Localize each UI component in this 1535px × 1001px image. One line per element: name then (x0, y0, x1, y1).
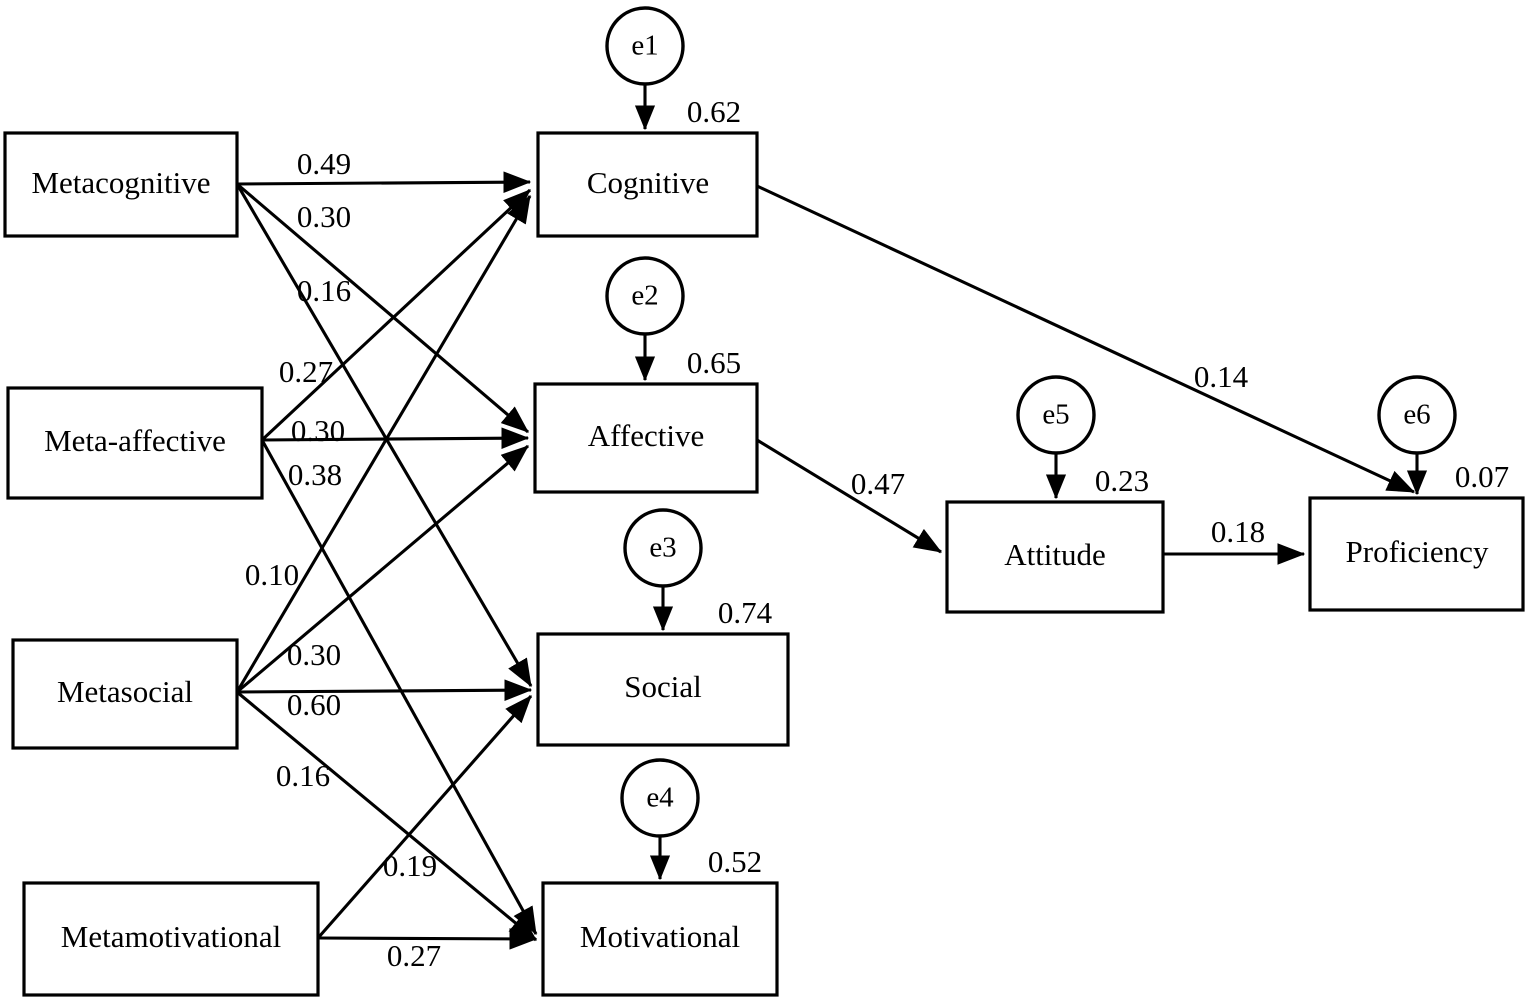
node-metasocial[interactable]: Metasocial (11, 638, 239, 750)
node-label-metamotivational: Metamotivational (61, 919, 281, 954)
path-arrow-metamotivational-social (316, 694, 533, 940)
node-cognitive[interactable]: Cognitive (536, 131, 759, 238)
r2-label-affective: 0.65 (687, 345, 741, 380)
node-attitude[interactable]: Attitude (945, 500, 1165, 614)
error-circles-group: e1 e2 e3 e4 e5 e6 (605, 6, 1457, 838)
coef-label-attitude-proficiency: 0.18 (1211, 514, 1265, 549)
node-proficiency[interactable]: Proficiency (1308, 496, 1525, 612)
path-arrows-group (235, 171, 1416, 950)
path-arrow-metaaffective-cognitive (260, 188, 532, 442)
coef-label-metacognitive-cognitive: 0.49 (297, 146, 351, 181)
path-arrow-affective-attitude (756, 438, 943, 554)
r2-label-motivational: 0.52 (708, 844, 762, 879)
node-label-meta-affective: Meta-affective (44, 423, 226, 458)
error-node-e4[interactable]: e4 (620, 758, 700, 838)
node-metamotivational[interactable]: Metamotivational (22, 881, 320, 997)
coef-label-metacognitive-social: 0.16 (297, 273, 351, 308)
coef-label-metaaffective-cognitive: 0.27 (279, 354, 333, 389)
r2-label-attitude: 0.23 (1095, 463, 1149, 498)
path-arrow-cognitive-proficiency (756, 184, 1416, 494)
error-label-e1: e1 (631, 30, 658, 62)
coef-label-metaaffective-motivational: 0.38 (288, 457, 342, 492)
coef-label-metaaffective-affective: 0.30 (291, 413, 345, 448)
path-arrow-metasocial-cognitive (235, 194, 532, 693)
error-label-e4: e4 (646, 782, 674, 814)
node-social[interactable]: Social (536, 632, 790, 747)
node-motivational[interactable]: Motivational (541, 881, 779, 997)
error-label-e3: e3 (649, 532, 676, 564)
path-arrow-metaaffective-affective (261, 427, 530, 450)
error-node-e2[interactable]: e2 (605, 256, 685, 336)
path-arrow-metasocial-social (236, 679, 533, 702)
coef-label-metasocial-affective: 0.30 (287, 637, 341, 672)
error-label-e5: e5 (1042, 399, 1069, 431)
error-node-e3[interactable]: e3 (623, 508, 703, 588)
coef-label-metasocial-social: 0.60 (287, 687, 341, 722)
node-metacognitive[interactable]: Metacognitive (3, 131, 239, 238)
coefficient-labels-group: 0.49 0.30 0.16 0.27 0.30 0.38 0.10 0.30 … (245, 146, 1265, 973)
error-label-e6: e6 (1403, 399, 1430, 431)
r2-label-social: 0.74 (718, 595, 773, 630)
node-affective[interactable]: Affective (533, 382, 759, 494)
node-meta-affective[interactable]: Meta-affective (6, 386, 264, 500)
path-arrow-metamotivational-motivational (317, 928, 538, 950)
node-label-metasocial: Metasocial (57, 674, 193, 709)
error-node-e6[interactable]: e6 (1377, 375, 1457, 455)
node-label-proficiency: Proficiency (1346, 534, 1489, 569)
node-label-cognitive: Cognitive (587, 165, 709, 200)
node-label-social: Social (624, 669, 702, 704)
path-arrow-metasocial-motivational (236, 690, 537, 942)
coef-label-metamotivational-social: 0.19 (383, 848, 437, 883)
coef-label-metasocial-cognitive: 0.10 (245, 557, 299, 592)
r2-labels-group: 0.62 0.65 0.74 0.52 0.23 0.07 (687, 94, 1509, 879)
outcome-nodes-group: Attitude Proficiency (945, 496, 1525, 614)
path-arrow-metacognitive-social (235, 183, 533, 688)
coef-label-metacognitive-affective: 0.30 (297, 199, 351, 234)
mediator-nodes-group: Cognitive Affective Social Motivational (533, 131, 790, 997)
coef-label-affective-attitude: 0.47 (851, 466, 905, 501)
error-arrows-group (634, 84, 1428, 881)
path-arrow-metacognitive-cognitive (236, 171, 532, 194)
coef-label-metamotivational-motivational: 0.27 (387, 938, 441, 973)
node-label-affective: Affective (588, 418, 704, 453)
coef-label-cognitive-proficiency: 0.14 (1194, 359, 1249, 394)
node-label-motivational: Motivational (580, 919, 740, 954)
r2-label-proficiency: 0.07 (1455, 459, 1509, 494)
error-node-e5[interactable]: e5 (1016, 375, 1096, 455)
path-arrow-metasocial-affective (235, 444, 530, 694)
node-label-attitude: Attitude (1004, 537, 1106, 572)
error-node-e1[interactable]: e1 (605, 6, 685, 86)
coef-label-metasocial-motivational: 0.16 (276, 758, 330, 793)
path-arrow-metacognitive-affective (235, 182, 530, 434)
node-label-metacognitive: Metacognitive (31, 165, 210, 200)
error-label-e2: e2 (631, 280, 658, 312)
r2-label-cognitive: 0.62 (687, 94, 741, 129)
path-arrow-metaaffective-motivational (260, 439, 538, 936)
exogenous-nodes-group: Metacognitive Meta-affective Metasocial … (3, 131, 320, 997)
